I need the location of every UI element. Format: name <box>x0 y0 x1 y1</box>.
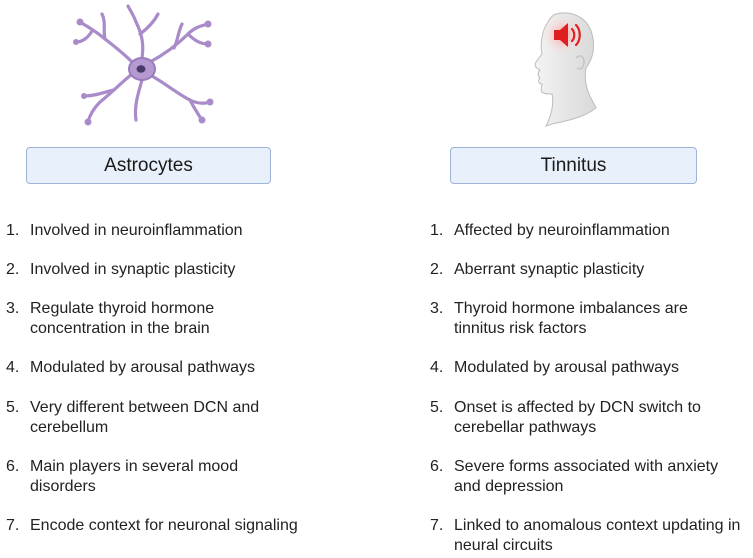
tinnitus-title: Tinnitus <box>540 154 607 176</box>
list-item: 5. Very different between DCN and cerebe… <box>6 398 292 438</box>
item-text: Modulated by arousal pathways <box>454 359 680 376</box>
item-text: Thyroid hormone imbalances are tinnitus … <box>454 300 688 337</box>
list-item: 1. Affected by neuroinflammation <box>430 221 749 241</box>
item-text: Onset is affected by DCN switch to cereb… <box>454 399 701 436</box>
list-item: 4. Modulated by arousal pathways <box>430 358 749 378</box>
item-number: 6. <box>6 458 20 475</box>
head-with-sound-icon <box>534 12 597 127</box>
item-text: Involved in neuroinflammation <box>30 222 243 239</box>
item-number: 7. <box>6 517 20 534</box>
item-number: 7. <box>430 517 444 534</box>
item-number: 2. <box>430 261 444 278</box>
item-text: Main players in several mood disorders <box>30 458 239 495</box>
list-item: 5. Onset is affected by DCN switch to ce… <box>430 398 729 438</box>
list-item: 2. Aberrant synaptic plasticity <box>430 260 749 280</box>
item-text: Affected by neuroinflammation <box>454 222 670 239</box>
astrocytes-title: Astrocytes <box>104 154 193 176</box>
list-item: 7. Encode context for neuronal signaling <box>6 516 365 536</box>
list-item: 6. Severe forms associated with anxiety … <box>430 457 749 497</box>
list-item: 7. Linked to anomalous context updating … <box>430 516 752 556</box>
astrocyte-icon <box>73 4 214 126</box>
item-text: Linked to anomalous context updating in … <box>454 517 741 554</box>
item-text: Very different between DCN and cerebellu… <box>30 399 260 436</box>
item-number: 4. <box>6 359 20 376</box>
item-text: Encode context for neuronal signaling <box>30 517 298 534</box>
item-text: Regulate thyroid hormone concentration i… <box>30 300 215 337</box>
tinnitus-title-box: Tinnitus <box>450 147 697 184</box>
list-item: 6. Main players in several mood disorder… <box>6 457 270 497</box>
astrocytes-title-box: Astrocytes <box>26 147 271 184</box>
item-number: 2. <box>6 261 20 278</box>
item-number: 6. <box>430 458 444 475</box>
list-item: 2. Involved in synaptic plasticity <box>6 260 360 280</box>
item-number: 5. <box>6 399 20 416</box>
item-number: 1. <box>430 222 444 239</box>
item-text: Involved in synaptic plasticity <box>30 261 236 278</box>
item-number: 3. <box>430 300 444 317</box>
item-number: 4. <box>430 359 444 376</box>
list-item: 4. Modulated by arousal pathways <box>6 358 360 378</box>
item-text: Modulated by arousal pathways <box>30 359 256 376</box>
list-item: 3. Thyroid hormone imbalances are tinnit… <box>430 299 726 339</box>
item-text: Severe forms associated with anxiety and… <box>454 458 719 495</box>
item-number: 1. <box>6 222 20 239</box>
list-item: 3. Regulate thyroid hormone concentratio… <box>6 299 245 339</box>
item-number: 3. <box>6 300 20 317</box>
item-number: 5. <box>430 399 444 416</box>
item-text: Aberrant synaptic plasticity <box>454 261 645 278</box>
list-item: 1. Involved in neuroinflammation <box>6 221 360 241</box>
